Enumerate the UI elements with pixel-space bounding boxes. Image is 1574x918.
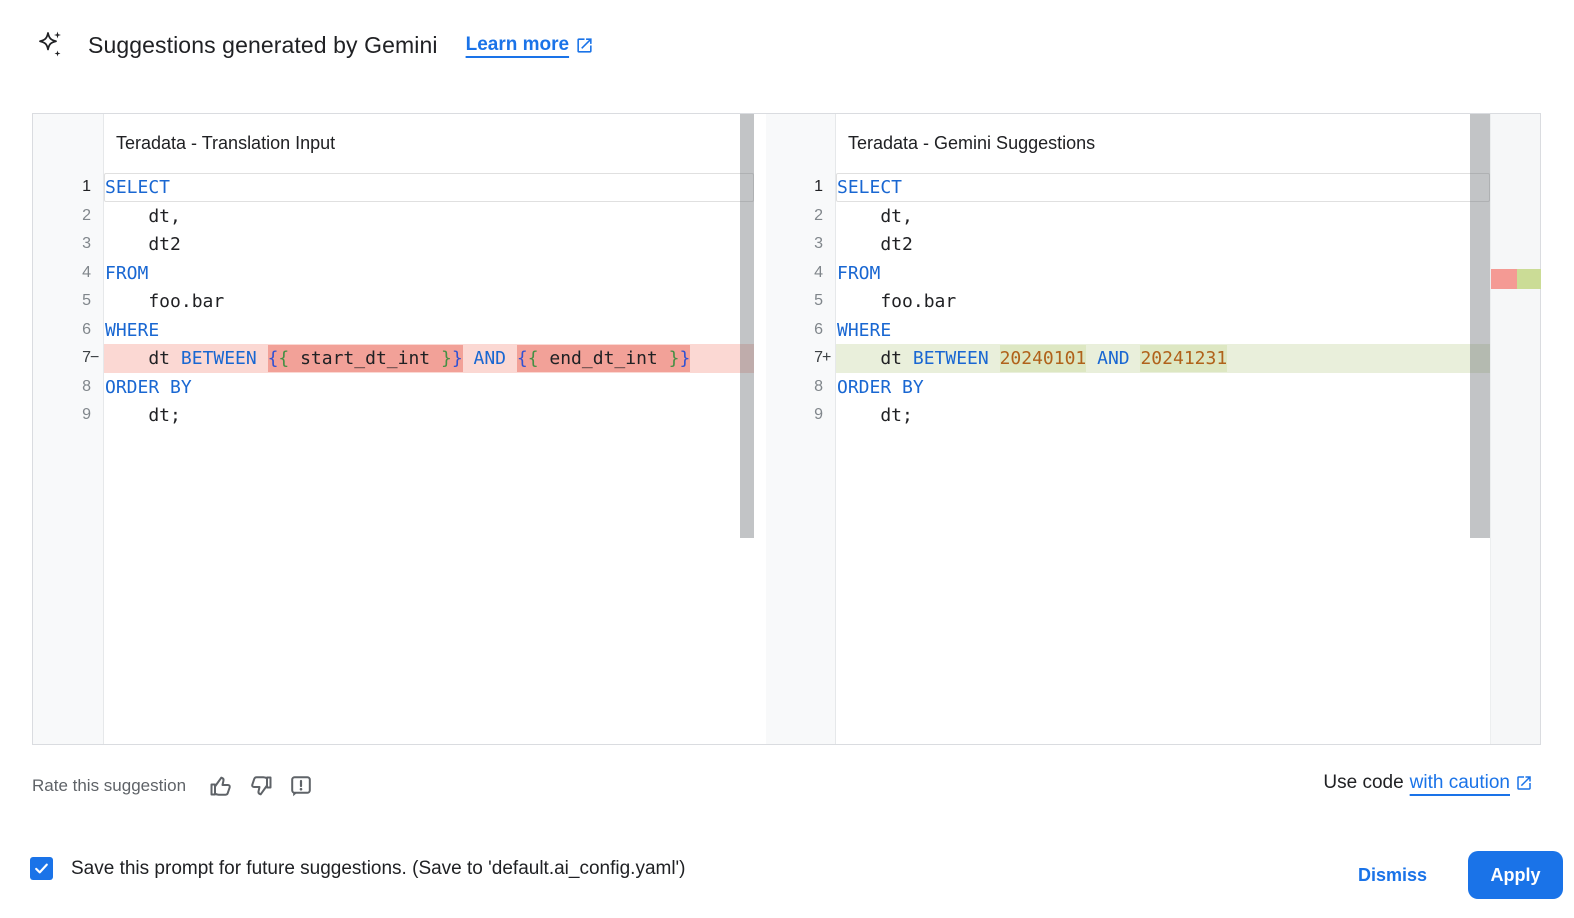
save-prompt-label: Save this prompt for future suggestions.… (71, 857, 686, 879)
diff-sign: − (90, 349, 100, 366)
code-line: foo.bar (105, 291, 225, 312)
panel-title-input: Teradata - Translation Input (104, 114, 754, 173)
feedback-button[interactable] (288, 773, 314, 799)
gemini-suggestions-panel: 1 2 3 4 5 6 7+ 8 9 Teradata - Gemini Suggestions… (766, 114, 1541, 744)
code-line: dt2 (837, 234, 913, 255)
diff-container: 1 2 3 4 5 6 7− 8 9 Teradata - Translation Input … (32, 113, 1541, 745)
code-line: dt, (105, 205, 181, 227)
code-line: FROM (837, 262, 881, 284)
code-line: WHERE (837, 319, 892, 341)
code-line: SELECT (104, 173, 754, 202)
line-number: 3 (814, 235, 823, 252)
line-number: 2 (814, 206, 823, 224)
overview-added-mark (1517, 269, 1541, 289)
thumbs-down-icon (251, 776, 272, 796)
checkmark-icon (35, 863, 48, 874)
overview-removed-mark (1491, 269, 1517, 289)
line-number: 4 (814, 263, 823, 281)
code-line: ORDER BY (837, 376, 924, 398)
use-code-prefix: Use code (1323, 772, 1404, 793)
code-editor-suggestion[interactable]: Teradata - Gemini Suggestions SELECT dt,… (836, 114, 1490, 744)
code-line: FROM (105, 262, 149, 284)
line-number: 4 (82, 263, 91, 281)
line-number: 7+ (766, 344, 835, 373)
save-prompt-checkbox[interactable] (30, 857, 53, 880)
feedback-icon (291, 776, 311, 797)
line-number-gutter: 1 2 3 4 5 6 7− 8 9 (33, 114, 104, 744)
external-link-icon (577, 37, 592, 53)
code-line: ORDER BY (105, 376, 192, 398)
code-line: dt; (105, 405, 181, 426)
line-number: 7− (33, 344, 103, 373)
line-number: 8 (82, 377, 91, 395)
line-number: 1 (82, 178, 91, 195)
code-line: dt2 (105, 234, 181, 255)
line-number: 1 (814, 178, 823, 195)
translation-input-panel: 1 2 3 4 5 6 7− 8 9 Teradata - Translation Input … (33, 114, 754, 744)
learn-more-label: Learn more (465, 34, 570, 55)
thumbs-up-button[interactable] (208, 773, 234, 799)
code-line: SELECT (836, 173, 1490, 202)
learn-more-link[interactable]: Learn more (466, 34, 594, 56)
dismiss-button[interactable]: Dismiss (1350, 856, 1435, 894)
diff-sign: + (822, 349, 832, 366)
diff-overview-ruler[interactable] (1490, 114, 1541, 744)
thumbs-down-button[interactable] (248, 773, 274, 799)
code-line: dt, (837, 205, 913, 227)
footer: Save this prompt for future suggestions.… (0, 848, 1574, 902)
scrollbar-thumb[interactable] (740, 114, 754, 538)
page-title: Suggestions generated by Gemini (88, 31, 438, 58)
line-number: 3 (82, 235, 91, 252)
use-code-notice: Use code with caution (1323, 772, 1533, 794)
apply-button[interactable]: Apply (1468, 851, 1563, 899)
line-number: 6 (814, 320, 823, 338)
gemini-sparkle-icon (39, 31, 61, 57)
code-editor-input[interactable]: Teradata - Translation Input SELECT dt, … (104, 114, 754, 744)
scrollbar-thumb[interactable] (1470, 114, 1490, 538)
code-line: foo.bar (837, 291, 957, 312)
line-number: 8 (814, 377, 823, 395)
scrollbar-track[interactable] (740, 114, 754, 744)
panel-title-suggestion: Teradata - Gemini Suggestions (836, 114, 1490, 173)
code-line: WHERE (105, 319, 160, 341)
header: Suggestions generated by Gemini Learn mo… (36, 30, 594, 60)
line-number: 2 (82, 206, 91, 224)
code-line: dt BETWEEN {{ start_dt_int }} AND {{ end… (104, 344, 754, 373)
scrollbar-track[interactable] (1470, 114, 1490, 744)
line-number-gutter: 1 2 3 4 5 6 7+ 8 9 (766, 114, 836, 744)
rate-row: Rate this suggestion (32, 768, 314, 804)
with-caution-link[interactable]: with caution (1409, 772, 1510, 793)
code-line: dt; (837, 405, 913, 426)
rate-label: Rate this suggestion (32, 776, 187, 795)
thumbs-up-icon (210, 776, 231, 796)
line-number: 5 (814, 292, 823, 309)
external-link-icon (1517, 776, 1531, 790)
line-number: 6 (82, 320, 91, 338)
line-number: 9 (814, 406, 823, 423)
code-line: dt BETWEEN 20240101 AND 20241231 (836, 344, 1490, 373)
line-number: 9 (82, 406, 91, 423)
line-number: 5 (82, 292, 91, 309)
